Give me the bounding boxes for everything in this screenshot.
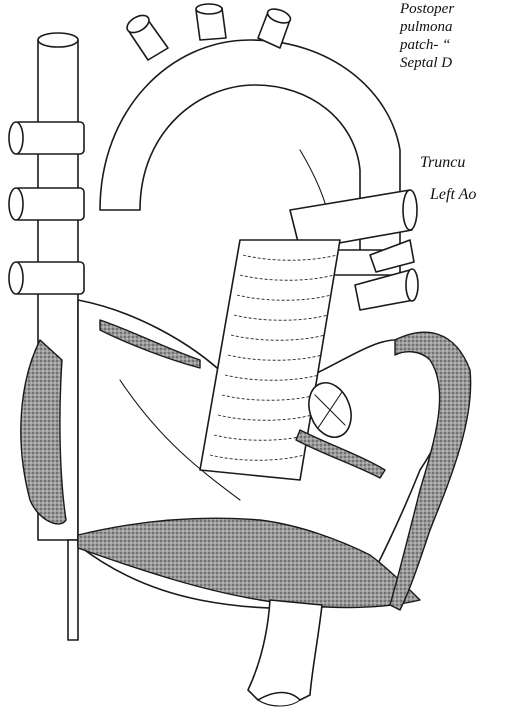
outflow-vessel (248, 600, 322, 706)
truncus-label: Truncu (420, 154, 465, 172)
caption-line-3: patch- “ (400, 36, 454, 54)
caption-line-1: Postoper (400, 0, 454, 18)
postoperative-caption: Postoper pulmona patch- “ Septal D (400, 0, 454, 72)
caption-line-2: pulmona (400, 18, 454, 36)
left-aorta-label: Left Ao (430, 186, 476, 204)
left-pulmonary-veins (9, 122, 84, 294)
caption-line-4: Septal D (400, 54, 454, 72)
